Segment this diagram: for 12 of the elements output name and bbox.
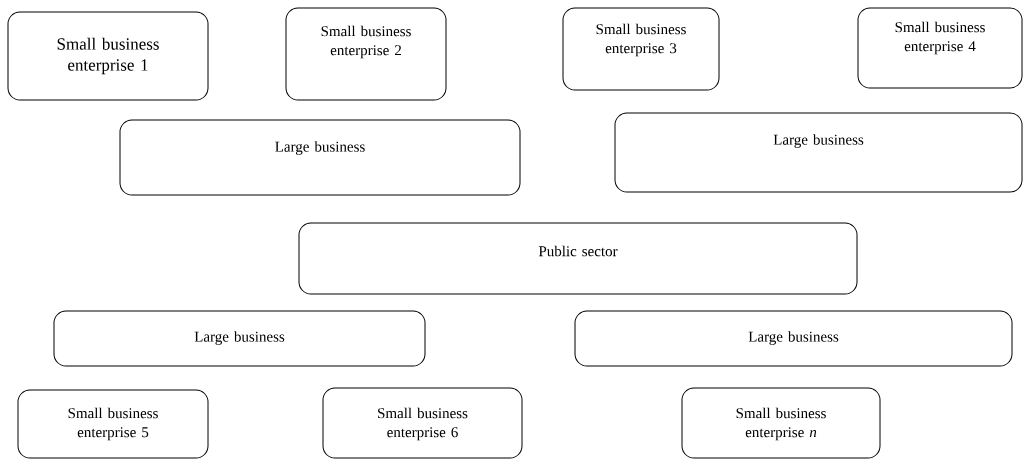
business-box: Small business enterprise 6: [322, 387, 523, 459]
business-box: Public sector: [298, 222, 858, 295]
business-box: Large business: [119, 119, 521, 196]
business-box: Small business enterprise 5: [17, 389, 209, 459]
business-box: Small business enterprise 2: [285, 7, 447, 101]
business-box: Large business: [614, 112, 1023, 193]
business-box: Small business enterprise 4: [857, 7, 1023, 89]
business-box: Small business enterprise 3: [562, 7, 720, 91]
business-box: Large business: [574, 310, 1013, 367]
business-box: Large business: [53, 310, 426, 367]
business-box: Small business enterprise 1: [7, 11, 209, 101]
business-box: Small business enterprise n: [681, 387, 881, 459]
